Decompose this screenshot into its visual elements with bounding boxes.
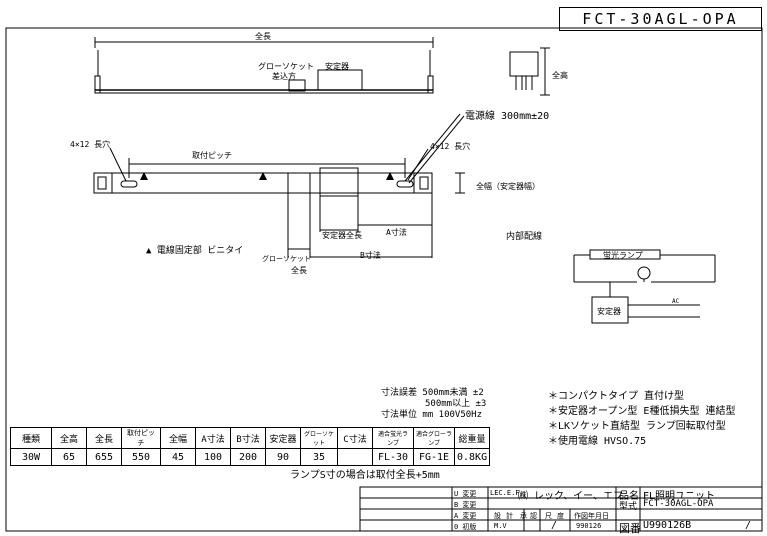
feature-3: ＊LKソケット直結型 ランプ回転取付型 — [548, 421, 726, 432]
spec-cell: 65 — [51, 448, 87, 466]
spec-cell: 550 — [121, 448, 161, 466]
drawing-label: 図番 — [619, 522, 641, 535]
company-name: ㈱ レック、イー、エフ — [518, 491, 624, 502]
ballast-width-label: 安定器全長 — [322, 231, 362, 240]
ballast-part — [317, 69, 363, 91]
glow-length-label-2: 全長 — [291, 266, 307, 275]
spec-header: 適合グローランプ — [413, 427, 455, 449]
width-label: 全幅（安定器幅） — [476, 182, 540, 191]
spec-cell: 35 — [300, 448, 338, 466]
spec-table: 種類 全高 全長 取付ピッチ 全幅 A寸法 B寸法 安定器 グローソケット C寸… — [10, 427, 491, 466]
feature-1: ＊コンパクトタイプ 直付け型 — [548, 391, 685, 402]
glow-socket-label: グローソケット — [258, 62, 314, 71]
feature-2: ＊安定器オープン型 E種低損失型 連結型 — [548, 406, 736, 417]
wiring-lamp-label: 蛍光ランプ — [603, 251, 643, 260]
spec-cell: 30W — [10, 448, 52, 466]
spec-header: A寸法 — [195, 427, 231, 449]
rev-label-a: A 変更 — [454, 512, 477, 520]
company-code: LEC.E.F — [490, 489, 520, 497]
ballast-top-label: 安定器 — [325, 62, 349, 71]
hole-left-label: 4×12 長穴 — [70, 140, 111, 149]
name-label: 品名 — [619, 491, 639, 502]
spec-header: 全幅 — [160, 427, 196, 449]
spec-header: B寸法 — [230, 427, 266, 449]
spec-cell — [337, 448, 373, 466]
spec-cell: 655 — [86, 448, 122, 466]
spec-cell: 45 — [160, 448, 196, 466]
fixing-marker-1 — [140, 172, 148, 180]
col-label-approve-2: 認 — [530, 512, 537, 520]
spec-table-row: 30W 65 655 550 45 100 200 90 35 FL-30 FG… — [10, 448, 491, 466]
col-label-design-2: 計 — [506, 512, 513, 520]
glow-length-label-1: グローソケット — [262, 255, 311, 263]
spec-cell: 0.8KG — [453, 448, 491, 466]
drawing-value: U990126B — [643, 520, 692, 531]
wiring-ac-label: AC — [672, 298, 680, 305]
insert-label: 差込方 — [272, 72, 296, 81]
designer: M.V — [494, 522, 507, 530]
spec-table-header-row: 種類 全高 全長 取付ピッチ 全幅 A寸法 B寸法 安定器 グローソケット C寸… — [10, 427, 491, 449]
spec-header: 全長 — [86, 427, 122, 449]
a-dim-label: A寸法 — [386, 228, 407, 237]
end-socket — [509, 51, 539, 77]
spec-cell: 90 — [265, 448, 301, 466]
col-label-design-1: 設 — [494, 512, 501, 520]
fixing-marker-3 — [386, 172, 394, 180]
rev-label-u: U 変更 — [454, 490, 477, 498]
ballast-plan — [319, 167, 359, 197]
spec-header: 総重量 — [453, 427, 491, 449]
spec-header: グローソケット — [300, 427, 338, 449]
spec-cell: FG-1E — [413, 448, 455, 466]
wiring-ballast-label: 安定器 — [597, 307, 621, 316]
col-label-date: 作図年月日 — [574, 512, 609, 520]
b-dim-label: B寸法 — [360, 251, 381, 260]
fixing-note: ▲ 電線固定部 ビニタイ — [146, 246, 244, 256]
hole-right-label: 4×12 長穴 — [430, 142, 471, 151]
left-slot-hole — [120, 180, 138, 188]
scale-mark: / — [551, 520, 558, 531]
date-value: 990126 — [576, 522, 602, 530]
fixing-marker-2 — [259, 172, 267, 180]
document-number: FCT-30AGL-OPA — [559, 7, 762, 31]
col-label-approve-1: 承 — [520, 512, 527, 520]
spec-cell: 200 — [230, 448, 266, 466]
spec-header: 適合蛍光ランプ — [372, 427, 414, 449]
model-label: 型式 — [619, 502, 638, 512]
spec-header: 取付ピッチ — [121, 427, 161, 449]
mount-pitch-label: 取付ピッチ — [192, 151, 232, 160]
spec-header: C寸法 — [337, 427, 373, 449]
lamp-note: ランプS寸の場合は取付全長+5mm — [290, 470, 440, 481]
power-cord-label: 電源線 300mm±20 — [465, 111, 550, 122]
internal-wiring-label: 内部配線 — [506, 232, 543, 242]
col-label-scale-1: 尺 — [545, 512, 552, 520]
right-slot-hole — [396, 180, 414, 188]
spec-cell: FL-30 — [372, 448, 414, 466]
tolerance-line-3: 寸法単位 mm 100V50Hz — [381, 410, 483, 420]
spec-header: 種類 — [10, 427, 52, 449]
glow-socket-part — [288, 79, 306, 92]
spec-header: 安定器 — [265, 427, 301, 449]
overall-length-label: 全長 — [255, 32, 271, 41]
col-label-scale-2: 度 — [557, 512, 564, 520]
tolerance-line-2: 500mm以上 ±3 — [425, 399, 487, 409]
page-mark: / — [745, 520, 752, 531]
model-value: FCT-30AGL-OPA — [643, 499, 714, 509]
rev-label-0: 0 初版 — [454, 523, 477, 531]
spec-cell: 100 — [195, 448, 231, 466]
spec-header: 全高 — [51, 427, 87, 449]
glow-socket-plan — [287, 172, 311, 194]
tolerance-line-1: 寸法誤差 500mm未満 ±2 — [381, 388, 484, 398]
rev-label-b: B 変更 — [454, 501, 477, 509]
wiring-glow-starter — [637, 266, 651, 280]
name-value: FL照明ユニット — [643, 491, 716, 502]
feature-4: ＊使用電線 HVSO.75 — [548, 436, 647, 447]
height-label: 全高 — [552, 71, 568, 80]
